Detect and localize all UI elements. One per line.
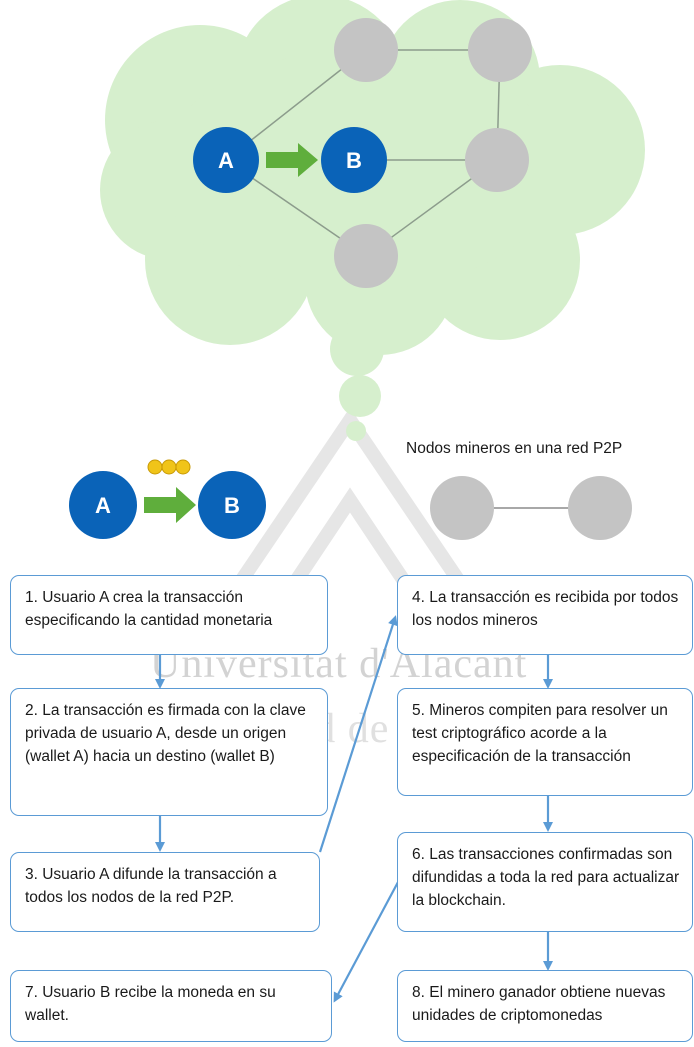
- p2p-miner-node-left: [430, 476, 494, 540]
- flow-arrows: [155, 615, 553, 1003]
- step-6-box: 6. Las transacciones confirmadas son dif…: [397, 832, 693, 932]
- transfer-node-a: [69, 471, 137, 539]
- cloud-miner-nodes: [334, 18, 532, 288]
- cloud-node-a-label: A: [218, 148, 234, 173]
- transfer-node-a-label: A: [95, 493, 111, 518]
- step-7-box: 7. Usuario B recibe la moneda en su wall…: [10, 970, 332, 1042]
- step-1-box: 1. Usuario A crea la transacción especif…: [10, 575, 328, 655]
- step-4-box: 4. La transacción es recibida por todos …: [397, 575, 693, 655]
- miner-node: [334, 224, 398, 288]
- p2p-title: Nodos mineros en una red P2P: [406, 440, 623, 457]
- thought-bubbles: [330, 322, 384, 441]
- transfer-node-b: [198, 471, 266, 539]
- p2p-miner-node-right: [568, 476, 632, 540]
- step-5-box: 5. Mineros compiten para resolver un tes…: [397, 688, 693, 796]
- step-3-box: 3. Usuario A difunde la transacción a to…: [10, 852, 320, 932]
- transfer-node-b-label: B: [224, 493, 240, 518]
- miner-node: [334, 18, 398, 82]
- cloud-node-a: [193, 127, 259, 193]
- step-8-box: 8. El minero ganador obtiene nuevas unid…: [397, 970, 693, 1042]
- cloud-transfer-arrow: [266, 143, 318, 177]
- step-2-box: 2. La transacción es firmada con la clav…: [10, 688, 328, 816]
- thought-bubble-large: [330, 322, 384, 376]
- coin-icon: [175, 459, 191, 475]
- transfer-arrow: [144, 487, 196, 523]
- thought-bubble-small: [346, 421, 366, 441]
- cloud-node-b: [321, 127, 387, 193]
- miner-node: [468, 18, 532, 82]
- arrow-step3-to-step4: [318, 615, 398, 853]
- coin-icon: [161, 459, 177, 475]
- coin-icon: [147, 459, 163, 475]
- miner-node: [465, 128, 529, 192]
- cloud-node-b-label: B: [346, 148, 362, 173]
- thought-bubble-medium: [339, 375, 381, 417]
- arrow-step6-to-step7: [333, 868, 406, 1003]
- watermark-logo: [229, 407, 471, 594]
- coin-stack-icon: [147, 459, 191, 475]
